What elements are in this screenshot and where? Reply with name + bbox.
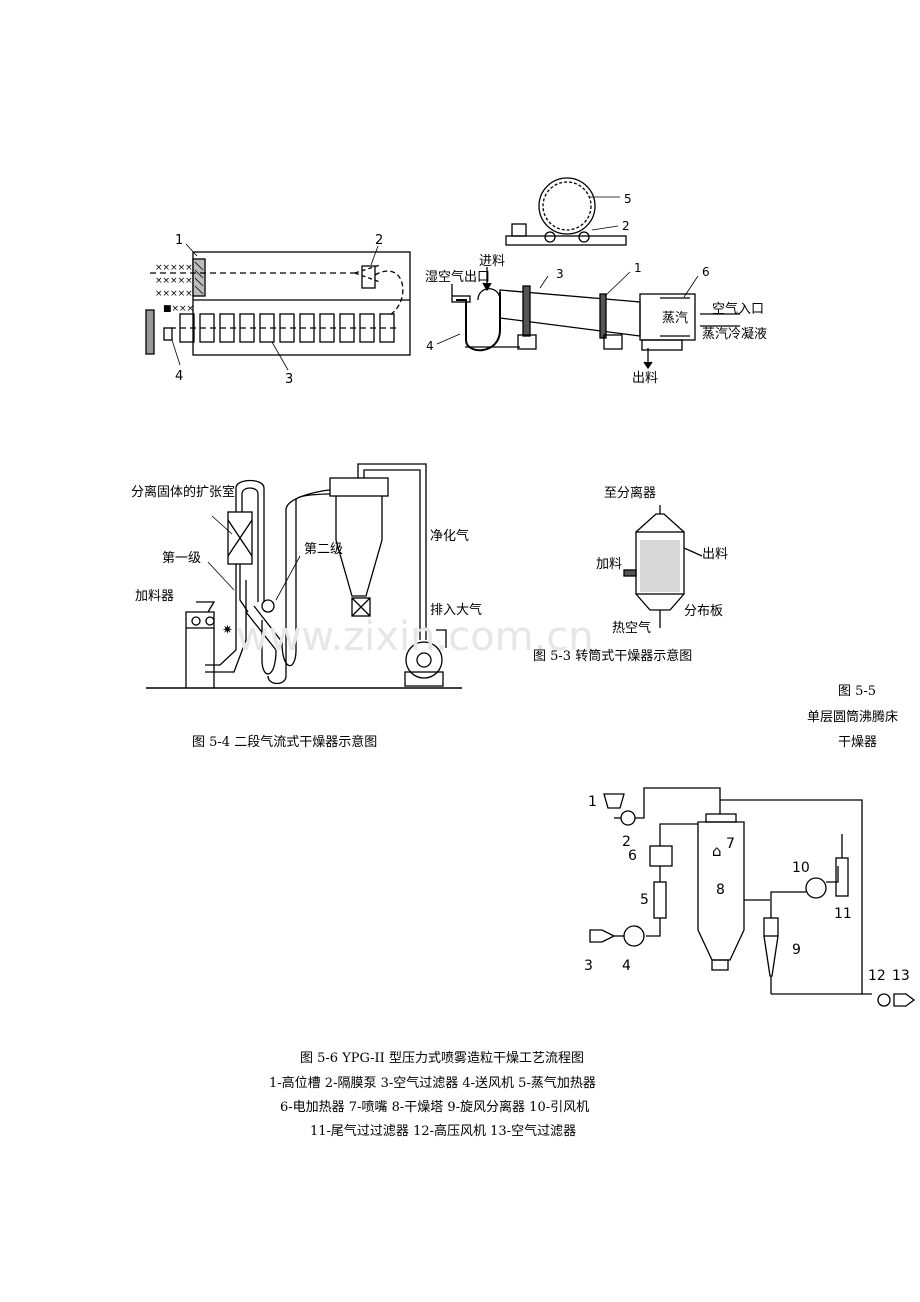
watermark: www.zixin.com.cn (236, 614, 594, 660)
caption-fig-5-4: 图 5-4 二段气流式干燥器示意图 (192, 735, 378, 750)
rotary-label-1: 1 (634, 261, 642, 275)
flow-label-2: 2 (622, 834, 631, 850)
fan-2 (361, 265, 376, 289)
high-tank-1 (603, 793, 625, 809)
tunnel-label-4: 4 (175, 369, 183, 384)
flow-label-9: 9 (792, 942, 801, 958)
particle-bed (640, 540, 680, 592)
caption-fig-5-5-line1: 图 5-5 (838, 684, 877, 699)
caption-fig-5-6: 图 5-6 YPG-II 型压力式喷雾造粒干燥工艺流程图 (300, 1051, 584, 1066)
drum-base (505, 235, 627, 246)
caption-fig-5-3: 图 5-3 转筒式干燥器示意图 (533, 649, 693, 664)
rotary-drum (499, 289, 641, 337)
svg-text:⌂: ⌂ (712, 842, 722, 860)
rotary-label-3: 3 (556, 267, 564, 281)
legend-line-3: 11-尾气过过滤器 12-高压风机 13-空气过滤器 (310, 1124, 577, 1139)
spray-dryer-flow-diagram: ⌂ 1 2 3 4 5 6 7 8 9 10 11 12 13 (584, 787, 916, 1007)
air-filter-3 (589, 929, 616, 943)
svg-text:✷: ✷ (222, 623, 233, 638)
high-pressure-fan-12 (877, 993, 891, 1007)
tunnel-dryer-diagram: ××××× ××××× ××××× ■××× 1 2 4 3 (145, 233, 411, 387)
rotary-exhaust-pipe (456, 292, 501, 352)
steam-heater-5 (653, 881, 667, 919)
flow-label-10: 10 (792, 860, 810, 876)
label-stage-1: 第一级 (162, 551, 201, 566)
flow-label-3: 3 (584, 958, 593, 974)
label-expansion-chamber: 分离固体的扩张室 (131, 484, 235, 500)
air-filter-13 (893, 993, 916, 1007)
pneumatic-dryer-diagram: ✷ 分离固体的扩张室 第一级 第二级 加料器 净化气 排入大气 (131, 463, 482, 689)
svg-text:×××××: ××××× (155, 276, 193, 286)
label-hot-air: 热空气 (612, 620, 651, 636)
flow-label-5: 5 (640, 892, 649, 908)
induced-fan-10 (805, 877, 827, 899)
diaphragm-pump-2 (620, 810, 636, 826)
legend-line-1: 1-高位槽 2-隔膜泵 3-空气过滤器 4-送风机 5-蒸气加热器 (269, 1076, 596, 1091)
label-condensate: 蒸汽冷凝液 (702, 326, 767, 342)
label-clean-gas: 净化气 (430, 528, 469, 544)
rotary-label-6: 6 (702, 265, 710, 279)
flow-label-8: 8 (716, 882, 725, 898)
rotary-dryer-diagram: 5 2 3 1 6 4 湿空气出口 进料 空气入口 蒸汽 (425, 177, 767, 386)
svg-text:×××××: ××××× (155, 289, 193, 299)
label-to-atmosphere: 排入大气 (430, 602, 482, 618)
label-air-inlet: 空气入口 (712, 301, 764, 317)
label-distributor: 分布板 (684, 604, 723, 619)
flow-label-6: 6 (628, 848, 637, 864)
label-discharge: 出料 (632, 371, 658, 386)
supply-fan-4 (623, 925, 645, 947)
caption-fig-5-5-line3: 干燥器 (838, 735, 878, 750)
cyclone-top (329, 477, 389, 497)
flow-label-7: 7 (726, 836, 735, 852)
tunnel-door (145, 309, 155, 355)
exhaust-fan (405, 641, 443, 679)
cyclone-body (335, 496, 383, 597)
legend-line-2: 6-电加热器 7-喷嘴 8-干燥塔 9-旋风分离器 10-引风机 (280, 1100, 590, 1115)
flow-label-4: 4 (622, 958, 631, 974)
label-to-separator: 至分离器 (604, 485, 656, 501)
caption-fig-5-5-line2: 单层圆筒沸腾床 (807, 710, 899, 725)
drum-section-outer (538, 177, 596, 235)
rotary-label-2: 2 (622, 219, 630, 233)
fluid-bed-diagram: 至分离器 加料 出料 热空气 分布板 (596, 485, 728, 636)
rotary-label-5: 5 (624, 192, 632, 206)
svg-text:×××××: ××××× (155, 263, 193, 273)
label-feed-in: 进料 (479, 254, 505, 269)
svg-text:■×××: ■××× (163, 304, 194, 314)
nozzle-header (705, 813, 737, 823)
label-wet-air-outlet: 湿空气出口 (425, 269, 490, 285)
vessel-top (635, 513, 685, 533)
rotary-valve-2 (261, 599, 275, 613)
label-fb-feed: 加料 (596, 557, 622, 572)
label-feeder: 加料器 (135, 589, 174, 604)
tunnel-label-1: 1 (175, 233, 183, 248)
drying-tower-8 (697, 821, 745, 961)
electric-heater-6 (649, 845, 673, 867)
tunnel-housing (192, 251, 411, 356)
flow-label-11: 11 (834, 906, 852, 922)
drum-section-inner (542, 181, 592, 231)
label-stage-2: 第二级 (304, 542, 343, 557)
rotary-label-4: 4 (426, 339, 434, 353)
flow-label-12: 12 (868, 968, 886, 984)
flow-label-1: 1 (588, 794, 597, 810)
tunnel-label-3: 3 (285, 372, 293, 387)
label-fb-discharge: 出料 (702, 547, 728, 562)
vessel-cone (635, 593, 685, 611)
tunnel-label-2: 2 (375, 233, 383, 248)
flow-label-13: 13 (892, 968, 910, 984)
rotary-ring-3 (522, 285, 531, 337)
label-steam: 蒸汽 (662, 311, 688, 326)
cyclone-9 (763, 917, 779, 937)
vessel-body (635, 531, 685, 595)
